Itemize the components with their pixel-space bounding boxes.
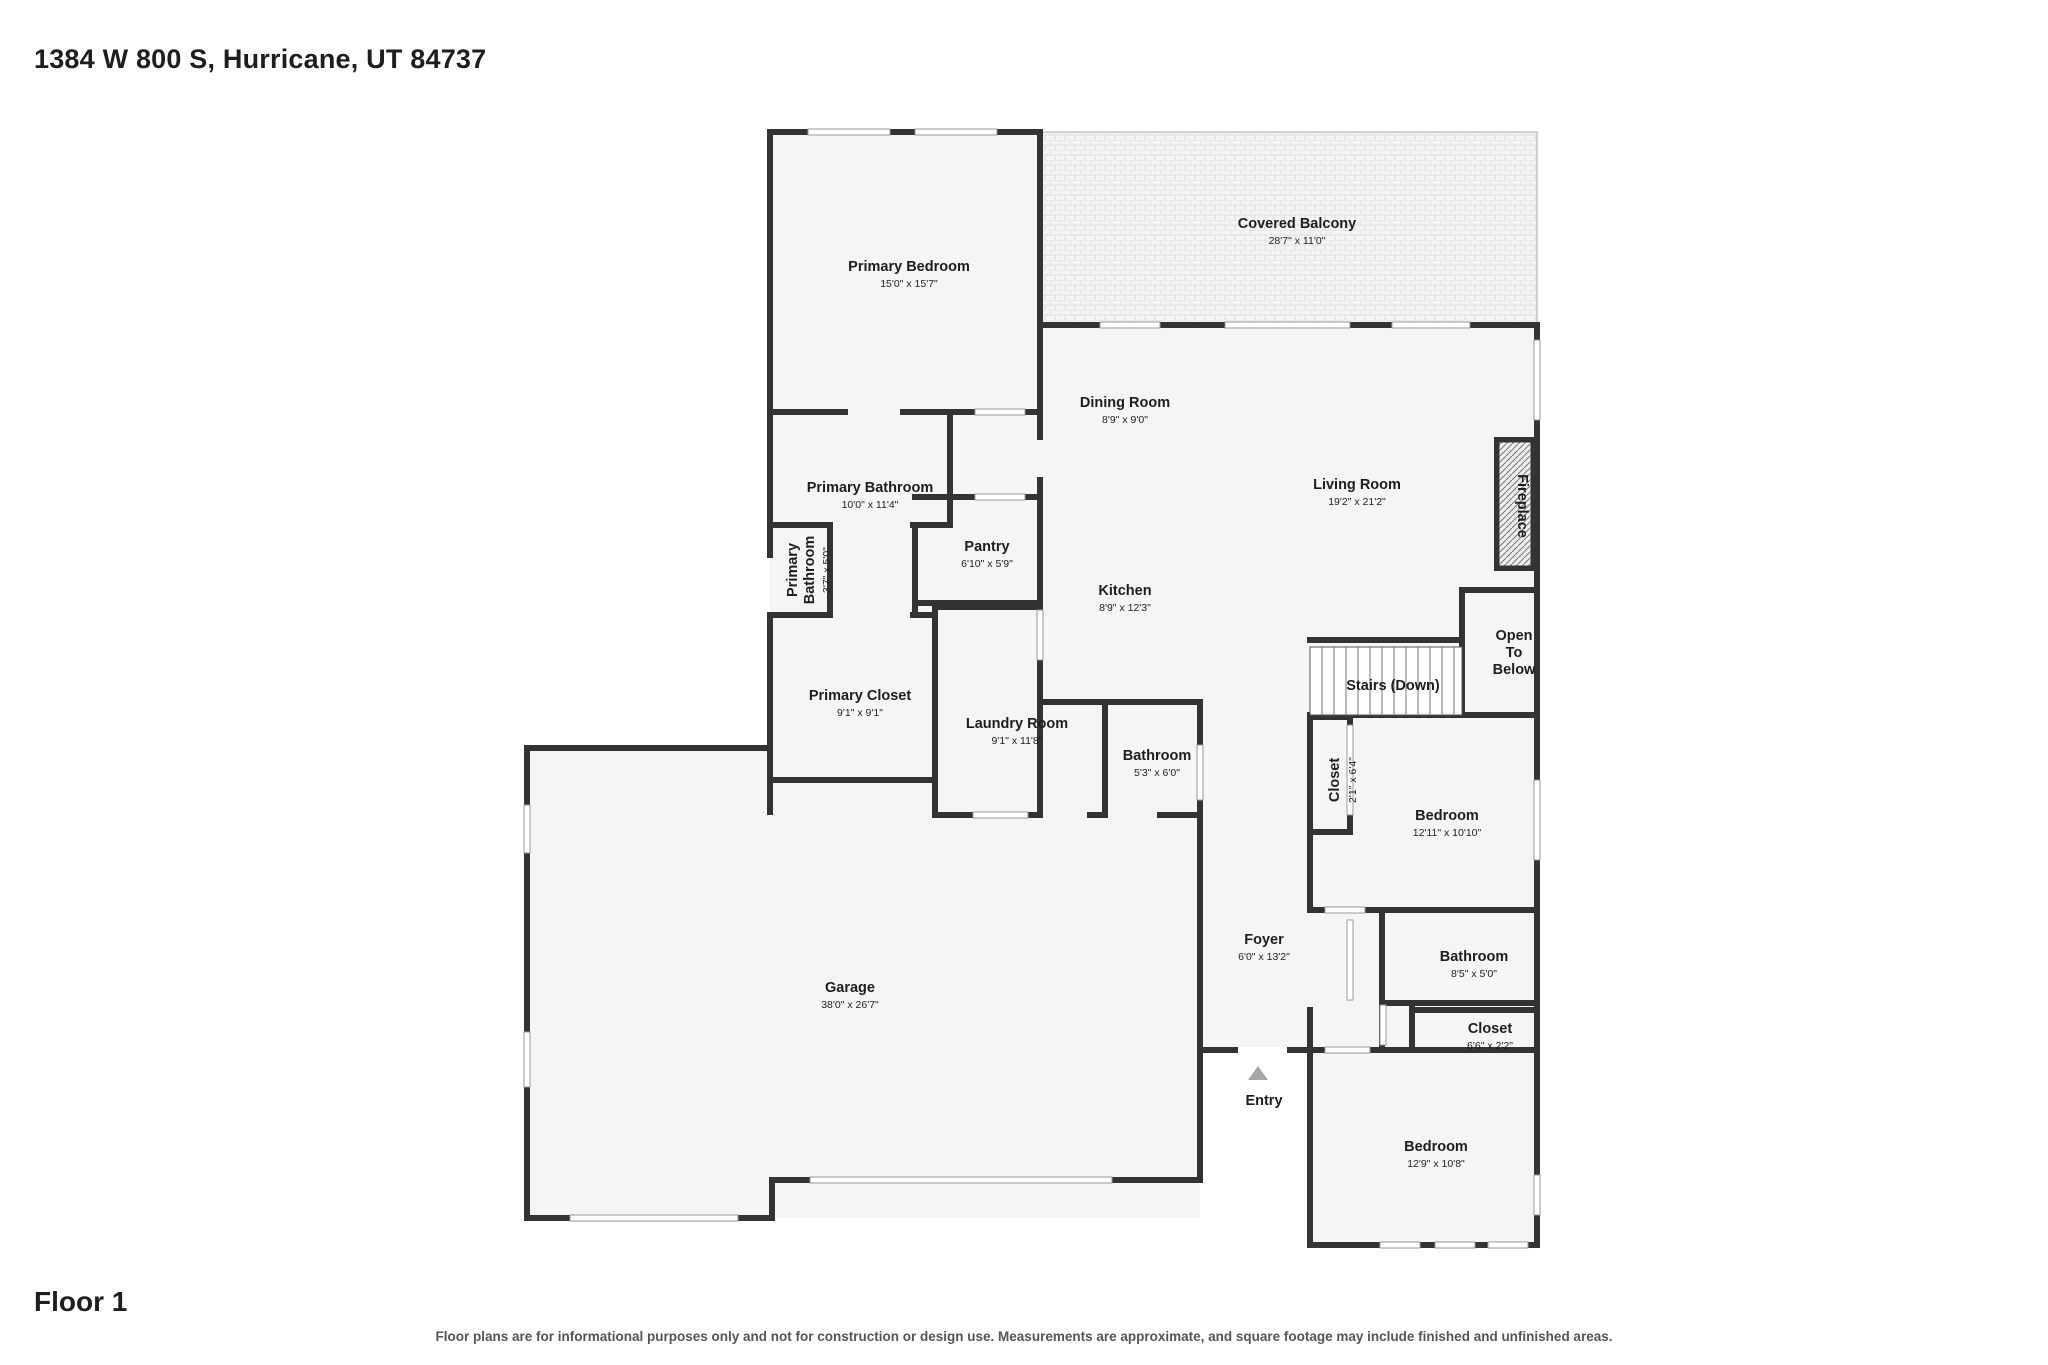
closet-vertical-label: Closet (1327, 758, 1343, 802)
stairs (1309, 646, 1463, 716)
primary-bathroom-label: Primary Bathroom (807, 480, 934, 496)
laundry-room-dims: 9'1" x 11'8" (992, 735, 1043, 747)
living-room-label: Living Room (1313, 477, 1401, 493)
closet-right-label: Closet (1468, 1021, 1512, 1037)
entry-label: Entry (1245, 1093, 1282, 1109)
entry-arrow-icon (1248, 1066, 1268, 1080)
primary-bedroom-label: Primary Bedroom (848, 259, 970, 275)
covered-balcony-dims: 28'7" x 11'0" (1269, 235, 1326, 247)
fireplace-hearth (1494, 437, 1536, 571)
covered-balcony-floor (1039, 131, 1538, 326)
pantry-label: Pantry (964, 539, 1009, 555)
closet-vertical-dims: 2'1" x 6'4" (1347, 757, 1359, 803)
dining-room-dims: 8'9" x 9'0" (1102, 414, 1148, 426)
kitchen-dims: 8'9" x 12'3" (1099, 602, 1151, 614)
windows (523, 128, 1541, 1249)
foyer-label: Foyer (1244, 932, 1284, 948)
primary-closet-dims: 9'1" x 9'1" (837, 707, 883, 719)
living-room-dims: 19'2" x 21'2" (1328, 496, 1386, 508)
dining-room-label: Dining Room (1080, 395, 1170, 411)
bedroom-right-dims: 12'11" x 10'10" (1413, 827, 1482, 839)
primary-closet-label: Primary Closet (809, 688, 912, 704)
primary-bathroom-small-label-1: Primary (785, 543, 801, 597)
primary-bathroom-dims: 10'0" x 11'4" (842, 499, 899, 511)
floor-fills (527, 131, 1538, 1245)
open-to-below-line1: Open (1495, 628, 1532, 644)
fireplace-label: Fireplace (1514, 474, 1530, 538)
bedroom-bottom-label: Bedroom (1404, 1139, 1468, 1155)
primary-bathroom-small-dims: 3'7" x 5'0" (821, 547, 833, 593)
bedroom-right-label: Bedroom (1415, 808, 1479, 824)
kitchen-label: Kitchen (1098, 583, 1151, 599)
covered-balcony-label: Covered Balcony (1238, 216, 1356, 232)
closet-right-dims: 6'6" x 2'2" (1467, 1040, 1513, 1052)
primary-bathroom-small-label-2: Bathroom (802, 536, 818, 604)
property-address: 1384 W 800 S, Hurricane, UT 84737 (34, 44, 487, 74)
room-labels: Covered Balcony 28'7" x 11'0" Primary Be… (785, 216, 1536, 1170)
primary-bedroom-dims: 15'0" x 15'7" (880, 278, 938, 290)
bedroom-bottom-dims: 12'9" x 10'8" (1407, 1158, 1465, 1170)
open-to-below-line3: Below (1493, 662, 1536, 678)
bathroom-center-dims: 5'3" x 6'0" (1134, 767, 1180, 779)
bathroom-center-label: Bathroom (1123, 748, 1191, 764)
bathroom-right-dims: 8'5" x 5'0" (1451, 968, 1497, 980)
disclaimer: Floor plans are for informational purpos… (435, 1329, 1613, 1344)
garage-dims: 38'0" x 26'7" (821, 999, 879, 1011)
garage-label: Garage (825, 980, 875, 996)
bathroom-right-label: Bathroom (1440, 949, 1508, 965)
open-to-below-line2: To (1506, 645, 1523, 661)
stairs-label: Stairs (Down) (1346, 678, 1440, 694)
pantry-dims: 6'10" x 5'9" (961, 558, 1013, 570)
floor-label: Floor 1 (34, 1286, 128, 1317)
foyer-dims: 6'0" x 13'2" (1238, 951, 1290, 963)
laundry-room-label: Laundry Room (966, 716, 1068, 732)
